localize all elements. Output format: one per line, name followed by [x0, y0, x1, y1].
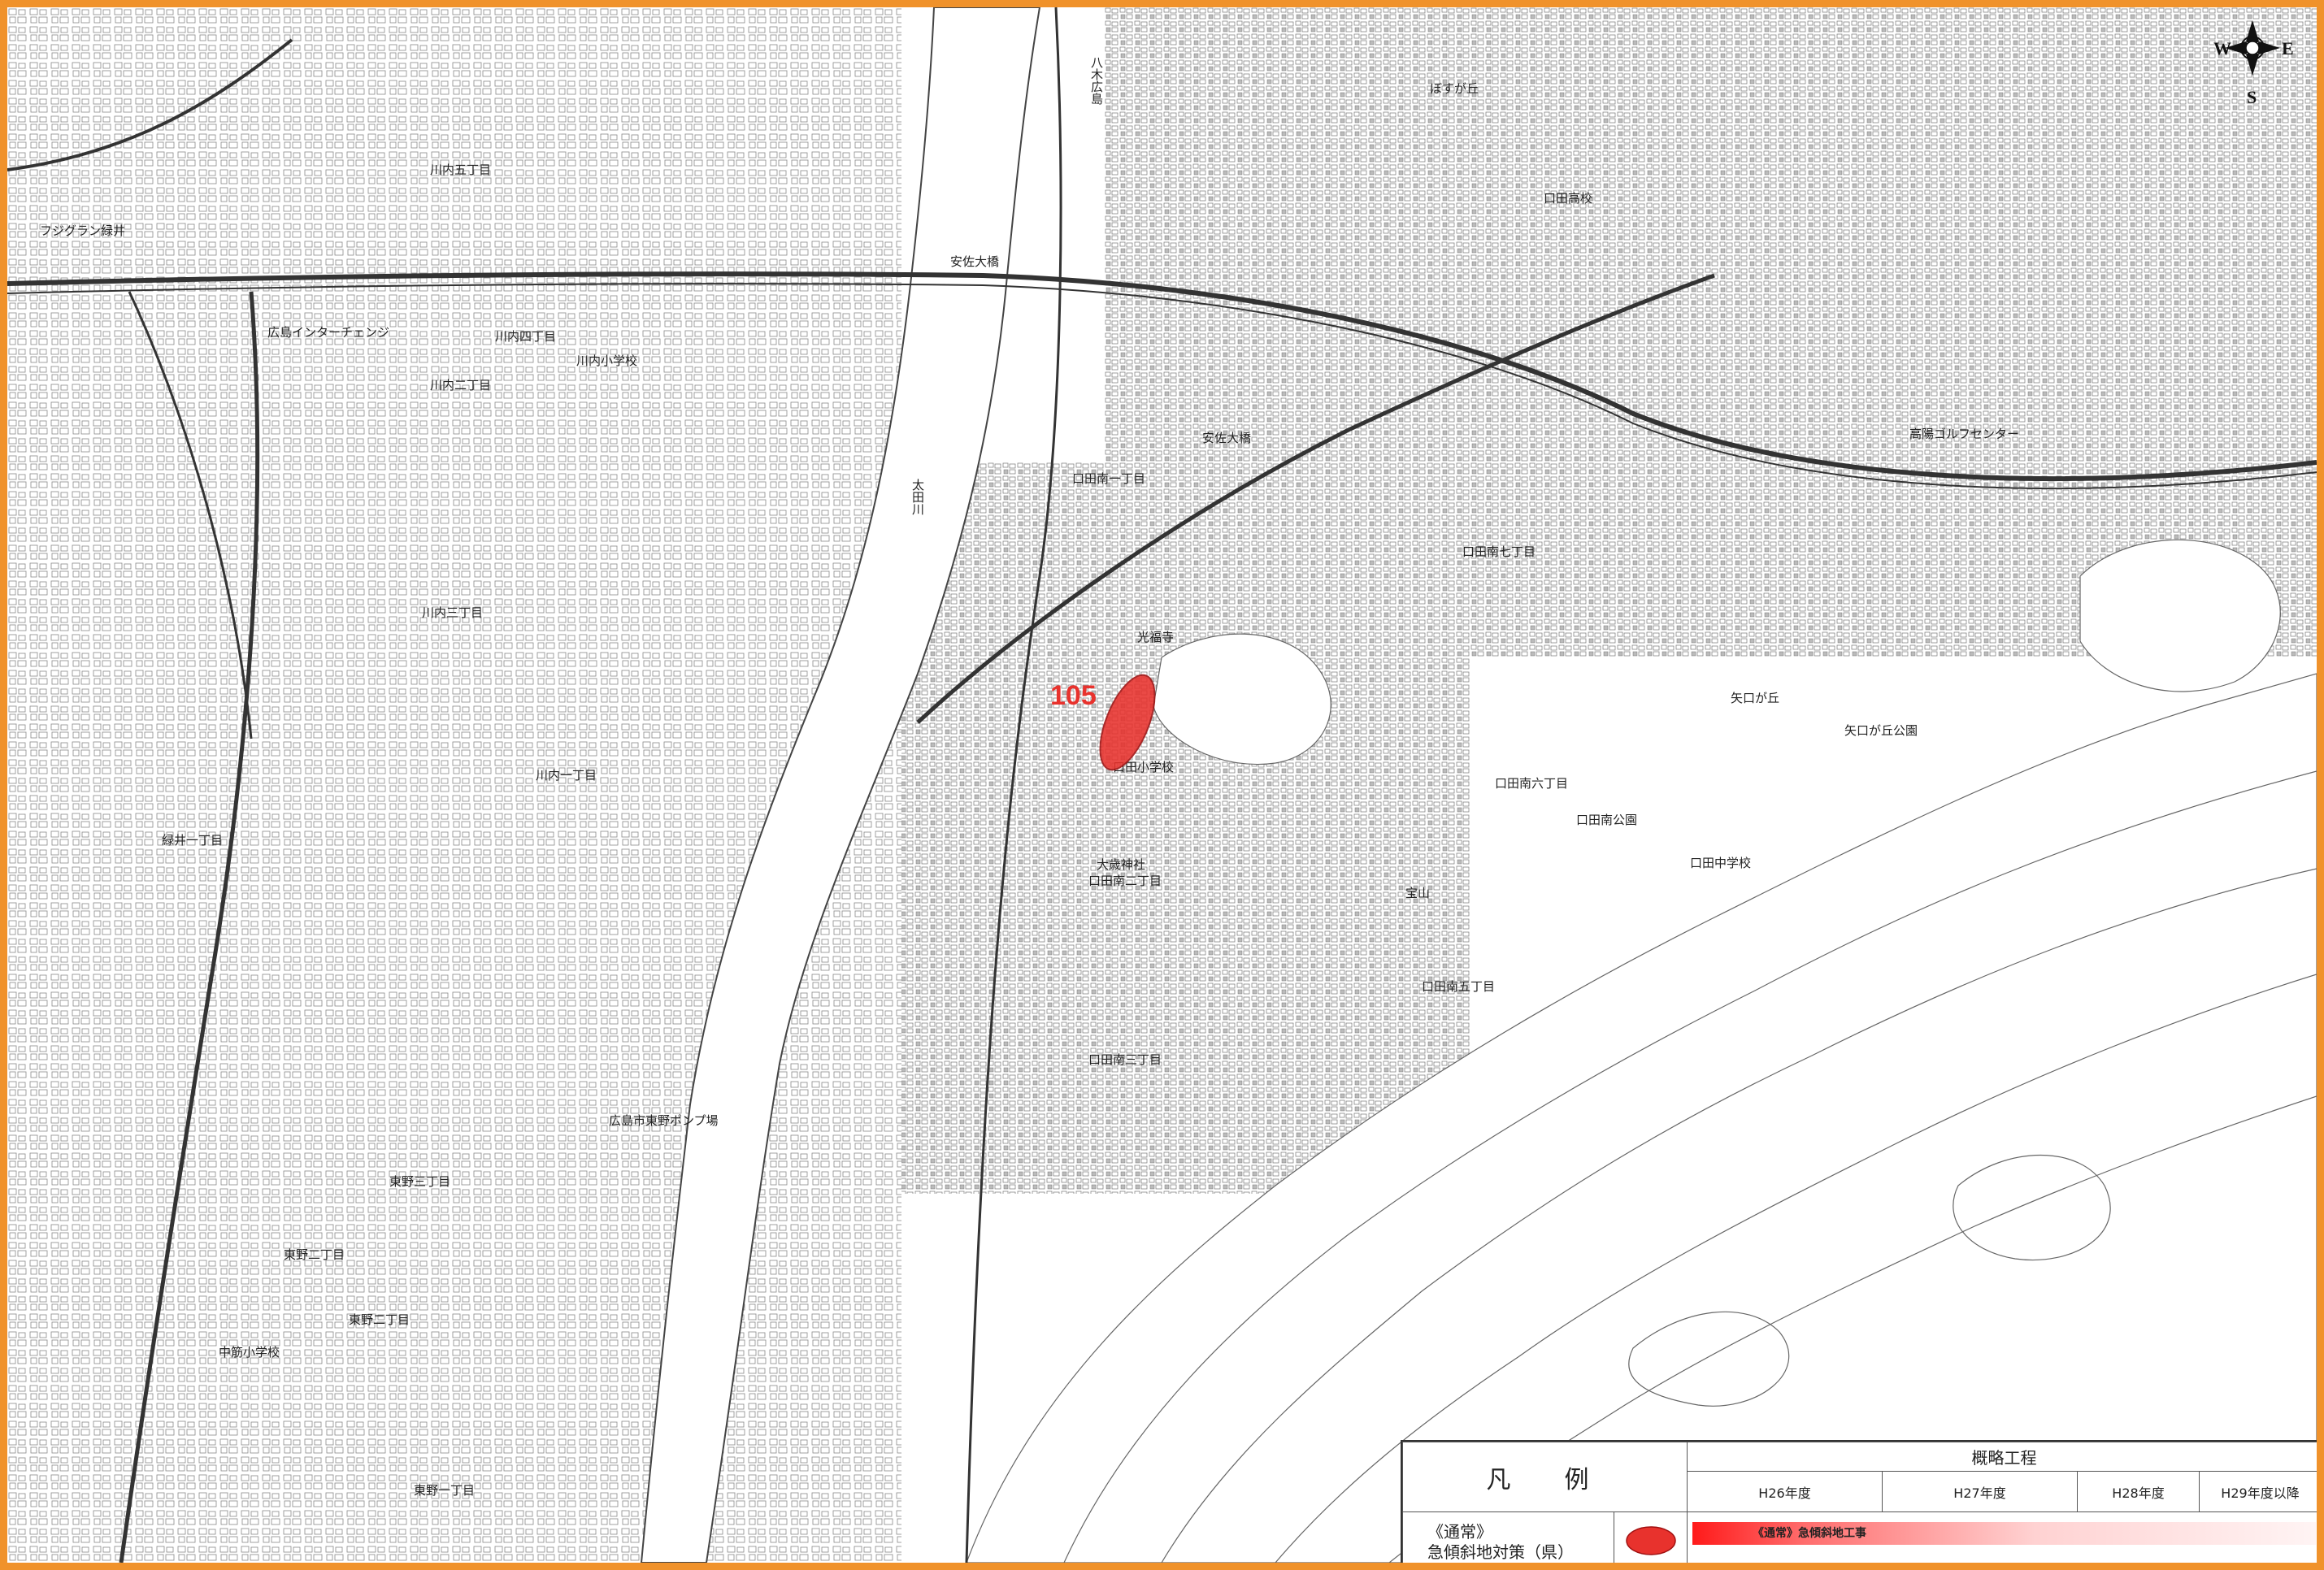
urban-area-west	[7, 7, 901, 1563]
ota-river	[640, 7, 1041, 1563]
label-yaguchi-ga-oka: 矢口が丘	[1731, 691, 1779, 705]
label-higashino-2: 東野二丁目	[349, 1312, 410, 1327]
label-nakasuji-es: 中筋小学校	[219, 1345, 280, 1360]
label-kuchita-1: 口田南一丁目	[1072, 471, 1145, 486]
label-hiroshima-ic: 広島インターチェンジ	[267, 325, 389, 340]
label-keiryu-bridge: 安佐大橋	[1202, 431, 1251, 445]
label-kawauchi-es: 川内小学校	[576, 353, 637, 368]
label-kawauchi-5: 川内五丁目	[430, 163, 491, 177]
label-kawauchi-4: 川内四丁目	[495, 329, 556, 344]
label-motoyama: 宝山	[1405, 886, 1430, 900]
label-kuchita-park: 口田南公園	[1576, 813, 1637, 827]
label-higashino-3: 東野三丁目	[389, 1174, 450, 1189]
legend-item-line2: 急傾斜地対策（県）	[1427, 1542, 1574, 1562]
roads	[7, 7, 2317, 1563]
legend: 凡 例 概略工程 H26年度 H27年度 H28年度 H29年度以降 《通常》 …	[1401, 1440, 2317, 1563]
construction-period-bar	[1692, 1522, 2316, 1545]
hill-contours	[966, 539, 2317, 1563]
legend-schedule-header: 概略工程	[1687, 1442, 2317, 1472]
label-kuchita-3: 口田南三丁目	[1088, 1052, 1162, 1067]
compass-e: E	[2282, 38, 2294, 59]
legend-symbol-cell	[1614, 1511, 1688, 1563]
legend-title: 凡 例	[1402, 1442, 1688, 1512]
label-kawauchi-3: 川内三丁目	[422, 605, 483, 620]
label-kuchita-6: 口田南六丁目	[1495, 776, 1568, 791]
label-kofuku-ji: 光福寺	[1137, 630, 1174, 644]
label-kuchita-2: 口田南二丁目	[1088, 874, 1162, 888]
site-number-label: 105	[1050, 680, 1097, 711]
legend-year-h27: H27年度	[1882, 1471, 2078, 1512]
legend-year-h29: H29年度以降	[2199, 1471, 2317, 1512]
label-kuchita-5: 口田南五丁目	[1422, 979, 1495, 994]
label-taisho-shrine: 大歳神社	[1097, 857, 1145, 872]
compass-w: W	[2213, 38, 2231, 59]
site-105-ellipse[interactable]	[1089, 668, 1166, 777]
label-kuchita-hs: 口田高校	[1544, 191, 1592, 206]
legend-year-h28: H28年度	[2077, 1471, 2200, 1512]
label-midorii-1: 緑井一丁目	[162, 833, 223, 848]
red-ellipse-icon	[1625, 1525, 1676, 1555]
legend-item-line1: 《通常》	[1427, 1521, 1492, 1542]
label-yasukawa-bridge: 安佐大橋	[950, 254, 999, 269]
label-hosuga-oka: ぼすが丘	[1430, 81, 1479, 96]
label-fujigran: フジグラン緑井	[40, 223, 125, 238]
label-bus-stop: 東野二丁目	[284, 1247, 345, 1262]
compass-icon: W E S	[2213, 20, 2294, 107]
label-kuchita-es: 口田小学校	[1113, 760, 1174, 774]
label-kawauchi-2: 川内二丁目	[430, 378, 491, 392]
legend-item-name: 《通常》 急傾斜地対策（県）	[1402, 1511, 1614, 1563]
label-ota-river: 太田川	[910, 479, 925, 515]
label-higashino-1: 東野一丁目	[414, 1483, 475, 1498]
label-aoi-golf: 高陽ゴルフセンター	[1909, 427, 2019, 441]
legend-year-h26: H26年度	[1687, 1471, 1883, 1512]
label-kawauchi-1: 川内一丁目	[536, 768, 597, 783]
site-105[interactable]: 105	[1050, 668, 1166, 777]
legend-bar-cell: 《通常》急傾斜地工事	[1687, 1511, 2317, 1563]
label-pump: 広島市東野ポンプ場	[609, 1113, 719, 1128]
compass-s: S	[2247, 87, 2257, 107]
label-kuchita-jhs: 口田中学校	[1690, 856, 1751, 870]
map-labels: 太田川 安佐大橋 八木広島 川内五丁目 川内四丁目 川内三丁目 川内二丁目 川内…	[40, 56, 2019, 1498]
construction-bar-label: 《通常》急傾斜地工事	[1753, 1527, 1866, 1540]
urban-area-central	[901, 462, 1470, 1194]
label-yaguchi-park: 矢口が丘公園	[1844, 723, 1918, 738]
label-kuchita-7: 口田南七丁目	[1462, 544, 1536, 559]
topographic-map[interactable]: 太田川 安佐大橋 八木広島 川内五丁目 川内四丁目 川内三丁目 川内二丁目 川内…	[7, 7, 2317, 1563]
label-yagi: 八木広島	[1089, 56, 1104, 105]
